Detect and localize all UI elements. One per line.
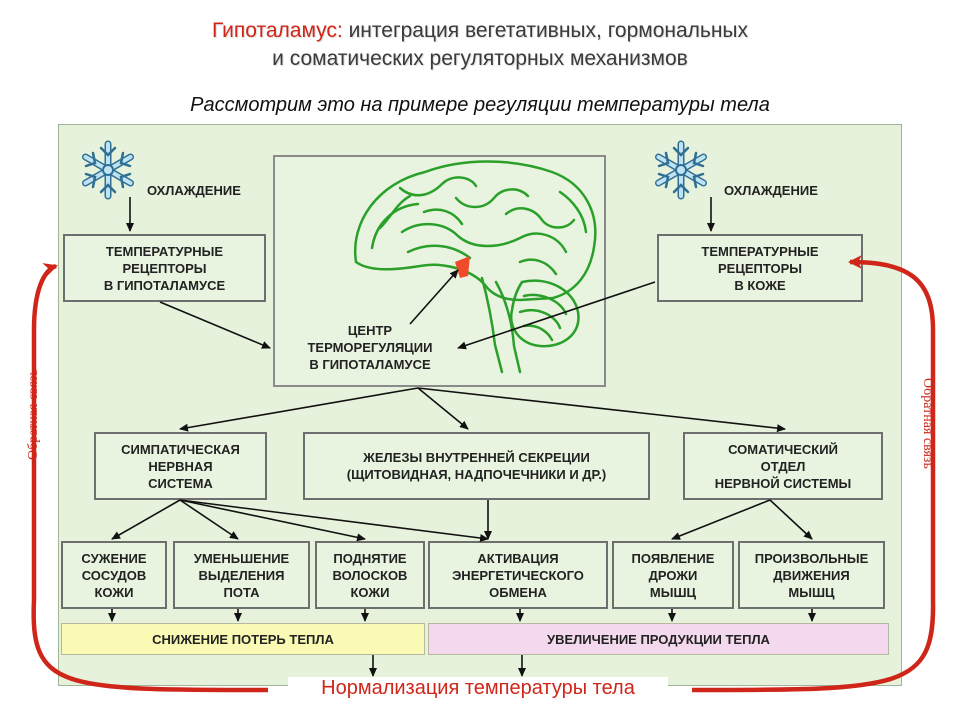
effect-box-shivering: ПОЯВЛЕНИЕ ДРОЖИ МЫШЦ	[612, 541, 734, 609]
effect-box-sweat: УМЕНЬШЕНИЕ ВЫДЕЛЕНИЯ ПОТА	[173, 541, 310, 609]
effect-box-voluntary: ПРОИЗВОЛЬНЫЕ ДВИЖЕНИЯ МЫШЦ	[738, 541, 885, 609]
title-accent: Гипоталамус:	[211, 19, 343, 42]
brain-frame	[273, 155, 606, 387]
snowflake-icon	[86, 144, 131, 196]
snowflake-icon	[659, 144, 704, 196]
cooling-label-right: ОХЛАЖДЕНИЕ	[724, 183, 818, 198]
hypothalamus-marker	[455, 256, 470, 278]
thermoregulation-center-label: ЦЕНТР ТЕРМОРЕГУЛЯЦИИ В ГИПОТАЛАМУСЕ	[307, 323, 433, 372]
somatic-system-box: СОМАТИЧЕСКИЙ ОТДЕЛ НЕРВНОЙ СИСТЕМЫ	[683, 432, 883, 500]
subtitle: Рассмотрим это на примере регуляции темп…	[190, 94, 770, 116]
heat-production-bar: УВЕЛИЧЕНИЕ ПРОДУКЦИИ ТЕПЛА	[428, 623, 889, 655]
sympathetic-system-box: СИМПАТИЧЕСКАЯ НЕРВНАЯ СИСТЕМА	[94, 432, 267, 500]
title-line-1: Гипоталамус: интеграция вегетативных, го…	[0, 18, 960, 44]
effect-box-hair: ПОДНЯТИЕ ВОЛОСКОВ КОЖИ	[315, 541, 425, 609]
effect-box-metabolism: АКТИВАЦИЯ ЭНЕРГЕТИЧЕСКОГО ОБМЕНА	[428, 541, 608, 609]
feedback-arrow	[31, 263, 269, 693]
receptors-skin-box: ТЕМПЕРАТУРНЫЕ РЕЦЕПТОРЫ В КОЖЕ	[657, 234, 863, 302]
heat-loss-bar: СНИЖЕНИЕ ПОТЕРЬ ТЕПЛА	[61, 623, 425, 655]
feedback-label-left: Обратная связь	[26, 369, 41, 460]
normalization-label: Нормализация температуры тела	[288, 677, 668, 700]
receptors-hypothalamus-box: ТЕМПЕРАТУРНЫЕ РЕЦЕПТОРЫ В ГИПОТАЛАМУСЕ	[63, 234, 266, 302]
cooling-label-left: ОХЛАЖДЕНИЕ	[147, 183, 241, 198]
brain-icon	[353, 160, 597, 374]
title-rest: интеграция вегетативных, гормональных	[348, 19, 749, 42]
glands-box: ЖЕЛЕЗЫ ВНУТРЕННЕЙ СЕКРЕЦИИ (ЩИТОВИДНАЯ, …	[303, 432, 650, 500]
effect-box-vessels: СУЖЕНИЕ СОСУДОВ КОЖИ	[61, 541, 167, 609]
feedback-label-right: Обратная связь	[920, 378, 935, 469]
title-line-2: и соматических регуляторных механизмов	[272, 47, 688, 70]
feedback-arrow	[691, 255, 936, 693]
